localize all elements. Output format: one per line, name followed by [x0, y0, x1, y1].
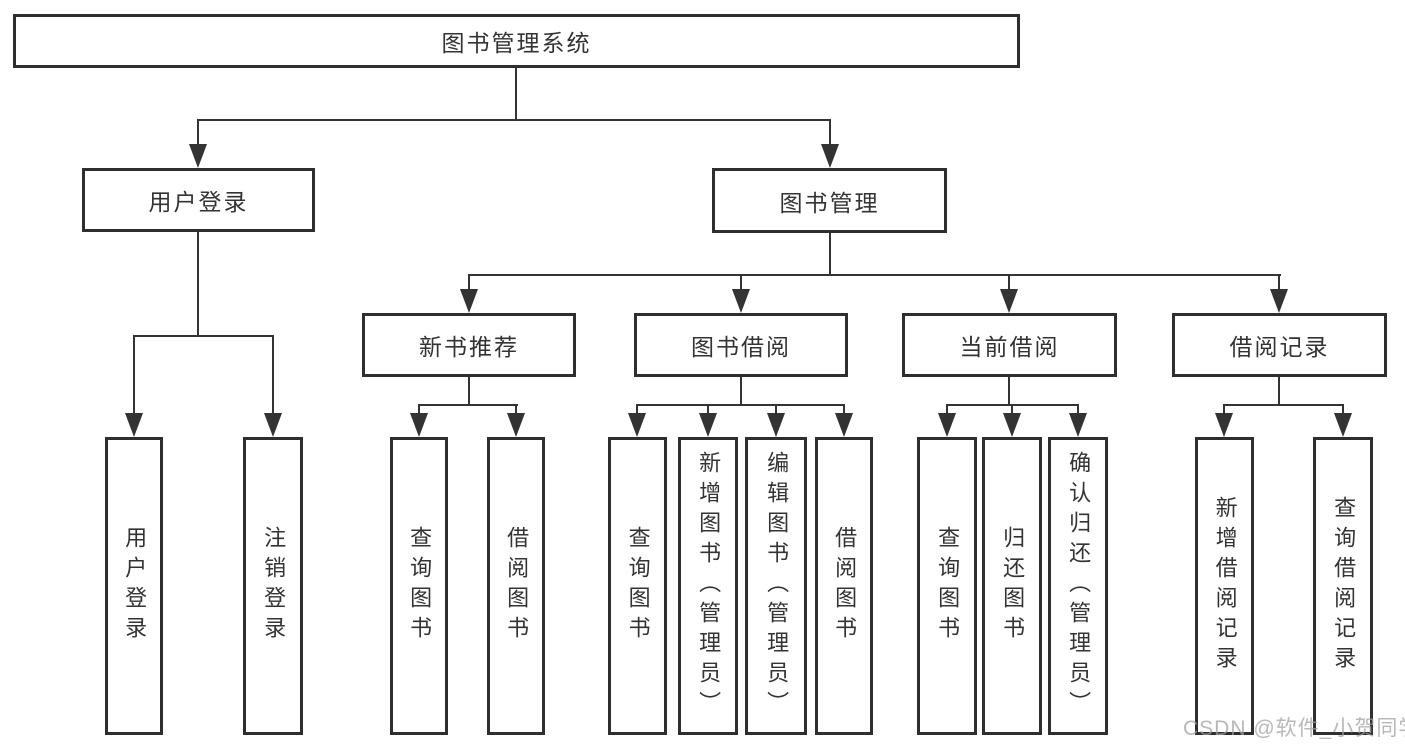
leaf-user-login: 用户登录	[105, 437, 163, 735]
node-label: 新书推荐	[419, 334, 519, 360]
leaf-label: 归还图书	[1000, 526, 1026, 646]
node-label: 当前借阅	[959, 334, 1060, 360]
connector-line	[1278, 377, 1280, 406]
connector-line	[843, 404, 845, 417]
connector-line	[1223, 404, 1225, 417]
node-user-login: 用户登录	[82, 168, 315, 232]
leaf-query-books-recommend: 查询图书	[390, 437, 448, 735]
arrow-down-icon	[189, 144, 207, 168]
arrow-down-icon	[410, 413, 428, 437]
leaf-label: 查询借阅记录	[1331, 496, 1357, 676]
connector-line	[1223, 404, 1344, 406]
arrow-down-icon	[1000, 289, 1018, 313]
leaf-label: 查询图书	[625, 526, 651, 646]
connector-line	[197, 232, 199, 337]
connector-line	[272, 335, 274, 417]
connector-line	[1011, 404, 1013, 417]
connector-line	[775, 404, 777, 417]
arrow-down-icon	[628, 413, 646, 437]
node-current-borrowing: 当前借阅	[902, 313, 1117, 377]
csdn-watermark: CSDN @软件_小贺同学	[1183, 717, 1405, 740]
connector-line	[1008, 274, 1010, 293]
leaf-confirm-return-admin: 确认归还（管理员）	[1048, 437, 1108, 735]
arrow-down-icon	[821, 144, 839, 168]
leaf-label: 确认归还（管理员）	[1066, 451, 1092, 721]
node-label: 图书管理系统	[441, 30, 592, 56]
connector-line	[197, 119, 831, 121]
arrow-down-icon	[507, 413, 525, 437]
leaf-query-books-borrowing: 查询图书	[608, 437, 667, 735]
arrow-down-icon	[732, 289, 750, 313]
connector-line	[468, 377, 470, 406]
node-label: 用户登录	[148, 189, 249, 215]
leaf-label: 借阅图书	[504, 526, 530, 646]
arrow-down-icon	[1215, 413, 1233, 437]
arrow-down-icon	[1003, 413, 1021, 437]
connector-line	[946, 404, 948, 417]
connector-line	[1278, 274, 1280, 293]
connector-line	[133, 335, 274, 337]
node-label: 借阅记录	[1229, 334, 1330, 360]
leaf-logout: 注销登录	[243, 437, 303, 735]
leaf-query-books-current: 查询图书	[917, 437, 977, 735]
connector-line	[1342, 404, 1344, 417]
leaf-add-borrow-record: 新增借阅记录	[1195, 437, 1254, 735]
leaf-label: 新增借阅记录	[1212, 496, 1238, 676]
connector-line	[418, 404, 420, 417]
arrow-down-icon	[1270, 289, 1288, 313]
connector-line	[829, 233, 831, 276]
leaf-edit-books-admin: 编辑图书（管理员）	[745, 437, 807, 735]
connector-line	[418, 404, 518, 406]
leaf-borrow-books-borrowing: 借阅图书	[815, 437, 873, 735]
connector-line	[707, 404, 709, 417]
leaf-label: 注销登录	[261, 526, 287, 646]
connector-line	[515, 66, 517, 121]
leaf-label: 用户登录	[122, 526, 148, 646]
node-label: 图书借阅	[691, 334, 791, 360]
connector-line	[740, 274, 742, 293]
arrow-down-icon	[938, 413, 956, 437]
connector-line	[197, 119, 199, 148]
arrow-down-icon	[125, 413, 143, 437]
node-book-borrowing: 图书借阅	[634, 313, 848, 377]
node-label: 图书管理	[779, 189, 880, 216]
connector-line	[636, 404, 638, 417]
arrow-down-icon	[767, 413, 785, 437]
arrow-down-icon	[264, 413, 282, 437]
arrow-down-icon	[699, 413, 717, 437]
connector-line	[468, 274, 1281, 276]
leaf-borrow-books-recommend: 借阅图书	[487, 437, 545, 735]
leaf-return-books: 归还图书	[982, 437, 1042, 735]
leaf-label: 借阅图书	[832, 526, 858, 646]
connector-line	[133, 335, 135, 417]
connector-line	[1008, 377, 1010, 406]
leaf-query-borrow-record: 查询借阅记录	[1313, 437, 1373, 735]
connector-line	[829, 119, 831, 148]
leaf-label: 查询图书	[935, 526, 961, 646]
connector-line	[468, 274, 470, 293]
connector-line	[515, 404, 517, 417]
connector-line	[636, 404, 845, 406]
arrow-down-icon	[460, 289, 478, 313]
leaf-add-books-admin: 新增图书（管理员）	[678, 437, 738, 735]
leaf-label: 新增图书（管理员）	[696, 451, 722, 721]
connector-line	[740, 377, 742, 406]
node-book-management: 图书管理	[712, 168, 947, 233]
node-new-book-recommend: 新书推荐	[362, 313, 576, 377]
leaf-label: 查询图书	[407, 526, 433, 646]
arrow-down-icon	[835, 413, 853, 437]
leaf-label: 编辑图书（管理员）	[764, 451, 790, 721]
node-borrow-records: 借阅记录	[1172, 313, 1387, 377]
arrow-down-icon	[1069, 413, 1087, 437]
connector-line	[1077, 404, 1079, 417]
arrow-down-icon	[1334, 413, 1352, 437]
node-library-management-system: 图书管理系统	[13, 14, 1020, 68]
